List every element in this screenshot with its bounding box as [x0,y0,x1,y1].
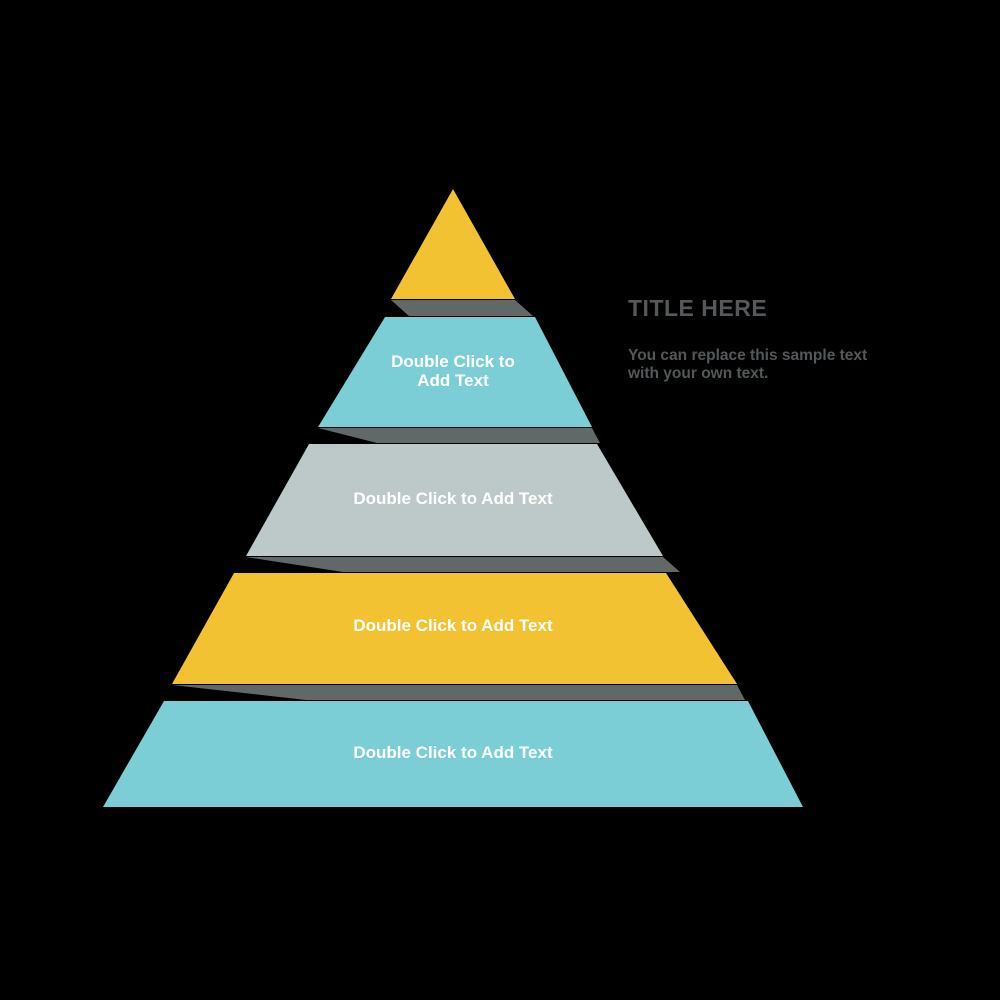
pyramid-tier-1[interactable] [391,189,515,299]
tier-3-shadow [246,557,680,572]
tier-5-label[interactable]: Double Click to Add Text [353,743,553,762]
description-line-1: You can replace this sample text [628,347,868,364]
pyramid-tier-5[interactable] [103,701,803,807]
tier-2-shadow [318,428,600,443]
pyramid-tier-4[interactable] [172,573,737,684]
tier-2-label-line-1: Double Click to [391,352,515,371]
tier-2-label-line-2: Add Text [417,371,489,390]
tier-3-label[interactable]: Double Click to Add Text [353,489,553,508]
pyramid-tier-2[interactable] [318,317,592,427]
side-panel: TITLE HERE You can replace this sample t… [628,296,928,383]
tier-4-label[interactable]: Double Click to Add Text [353,616,553,635]
tier-4-shadow [172,685,745,700]
tier-2-label[interactable]: Double Click to Add Text [303,352,603,390]
diagram-description[interactable]: You can replace this sample text with yo… [628,347,928,383]
description-line-2: with your own text. [628,365,769,382]
diagram-title[interactable]: TITLE HERE [628,295,768,321]
tier-1-shadow [391,300,533,316]
pyramid-tier-3[interactable] [246,444,663,556]
